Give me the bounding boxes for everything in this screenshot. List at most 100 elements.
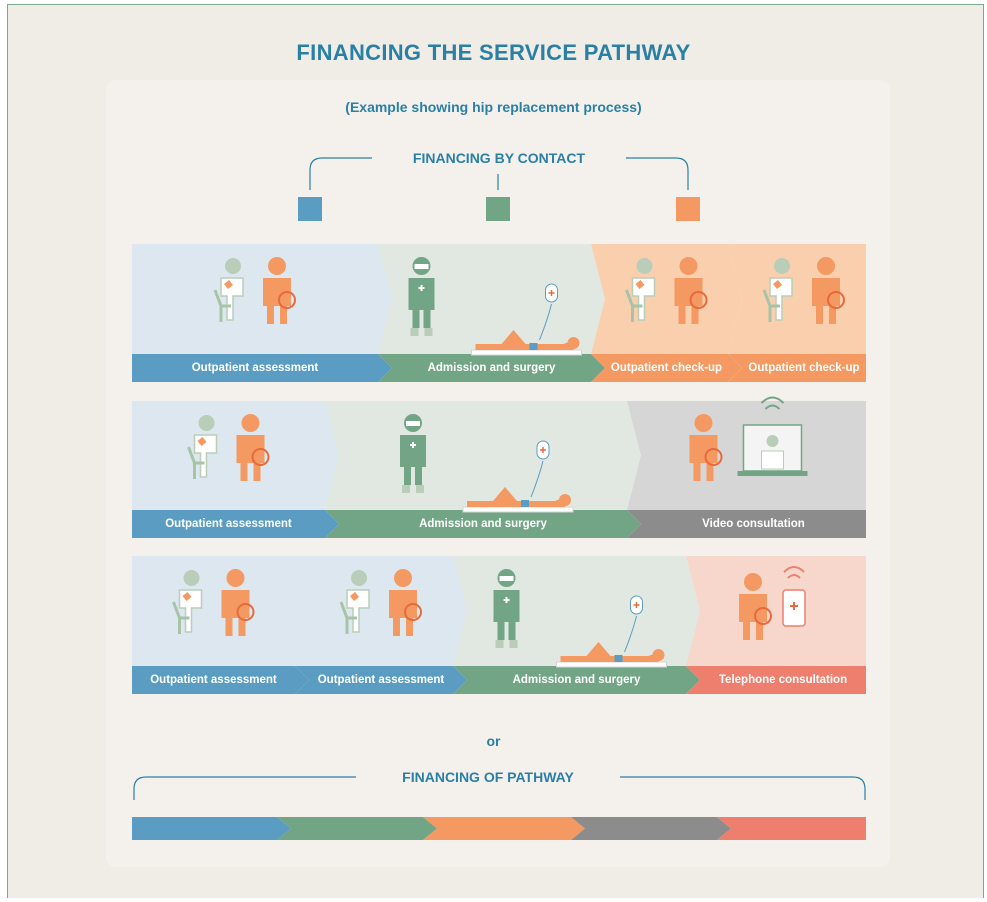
patient-head <box>241 414 260 432</box>
stage-surgery <box>453 556 700 694</box>
cross-mark <box>418 285 425 291</box>
stethoscope-mark <box>635 280 645 289</box>
hip-implant <box>529 343 538 350</box>
stethoscope-mark <box>182 592 192 601</box>
screen-doctor-body <box>761 450 784 470</box>
stage-band <box>728 354 866 382</box>
iv-cross <box>548 290 555 296</box>
iv-cross <box>540 447 546 453</box>
patient-knee <box>586 642 611 656</box>
hip-marker <box>754 607 772 625</box>
surgeon-body <box>400 435 426 485</box>
pathway-segment-surgery <box>277 817 437 840</box>
surgeon-body <box>408 278 435 328</box>
doctor-head <box>225 258 241 274</box>
surgeon-feet <box>402 485 424 493</box>
patient-knee <box>493 487 517 501</box>
surgeon-mask <box>406 421 420 426</box>
stage-band <box>378 354 605 382</box>
stage-band <box>325 510 641 538</box>
stage-background <box>132 244 392 354</box>
hip-marker <box>404 603 422 621</box>
surgeon-feet <box>410 328 433 336</box>
patient-head <box>652 649 665 661</box>
patient-body <box>389 590 417 636</box>
chair <box>172 601 190 634</box>
pathway-segment-telephone <box>717 817 866 840</box>
stage-background <box>728 244 866 354</box>
patient-head <box>394 569 412 587</box>
surgeon-mask <box>499 576 514 581</box>
stage-surgery <box>325 401 641 538</box>
patient-head <box>744 573 762 591</box>
patient-head <box>559 494 571 506</box>
stage-outpatient <box>132 401 339 538</box>
legend-square-outpatient <box>298 197 322 221</box>
chair <box>625 289 643 322</box>
chair <box>213 289 231 322</box>
stage-background <box>132 401 339 510</box>
lying-patient <box>467 497 565 507</box>
doctor-head <box>351 570 367 586</box>
hip-marker <box>704 448 723 466</box>
chair <box>187 446 205 479</box>
stage-video <box>627 396 866 538</box>
wifi-icon <box>760 396 785 410</box>
pathway-segment-checkup <box>423 817 585 840</box>
or-label: or <box>486 733 501 749</box>
patient-body <box>812 278 840 324</box>
financing-by-contact-header: FINANCING BY CONTACT <box>412 150 586 166</box>
figure-subtitle: (Example showing hip replacement process… <box>345 99 642 115</box>
stethoscope-mark <box>224 280 233 289</box>
doctor-head <box>636 258 653 274</box>
lying-patient <box>475 340 574 350</box>
bed <box>471 349 582 356</box>
hip-implant <box>614 655 623 662</box>
screen-doctor-head <box>766 435 779 447</box>
stethoscope-mark <box>350 592 359 601</box>
stage-background <box>591 244 742 354</box>
doctor-body <box>193 434 218 478</box>
doctor-body <box>346 589 370 633</box>
iv-line <box>624 615 637 653</box>
hip-marker <box>236 603 255 621</box>
stethoscope-mark <box>197 437 207 446</box>
chair <box>339 601 357 634</box>
doctor-body <box>631 277 656 321</box>
doctor-head <box>198 415 215 431</box>
patient-body <box>263 278 291 324</box>
stage-band <box>132 666 309 694</box>
stage-checkup <box>728 244 866 382</box>
stage-band <box>591 354 742 382</box>
patient-head <box>226 569 245 587</box>
patient-body <box>221 590 250 636</box>
patient-body <box>236 435 265 481</box>
stage-band <box>686 666 866 694</box>
hip-marker <box>827 291 845 309</box>
lying-patient <box>560 652 659 662</box>
cross-mark <box>410 442 416 448</box>
patient-head <box>817 257 835 275</box>
stage-band <box>627 510 866 538</box>
patient-head <box>679 257 698 275</box>
stage-background <box>295 556 467 666</box>
stage-band <box>453 666 700 694</box>
stage-background <box>325 401 641 510</box>
legend-square-checkup <box>676 197 700 221</box>
surgeon-body <box>493 590 520 640</box>
chair <box>762 289 780 322</box>
iv-cross <box>633 602 640 608</box>
stage-checkup <box>591 244 742 382</box>
doctor-body <box>220 277 244 321</box>
pathway-segment-video <box>571 817 731 840</box>
stage-background <box>378 244 605 354</box>
hip-marker <box>278 291 296 309</box>
patient-knee <box>501 330 526 344</box>
bed <box>556 661 667 668</box>
stage-background <box>132 556 309 666</box>
legend-square-surgery <box>486 197 510 221</box>
doctor-head <box>183 570 200 586</box>
stethoscope-mark <box>773 280 782 289</box>
